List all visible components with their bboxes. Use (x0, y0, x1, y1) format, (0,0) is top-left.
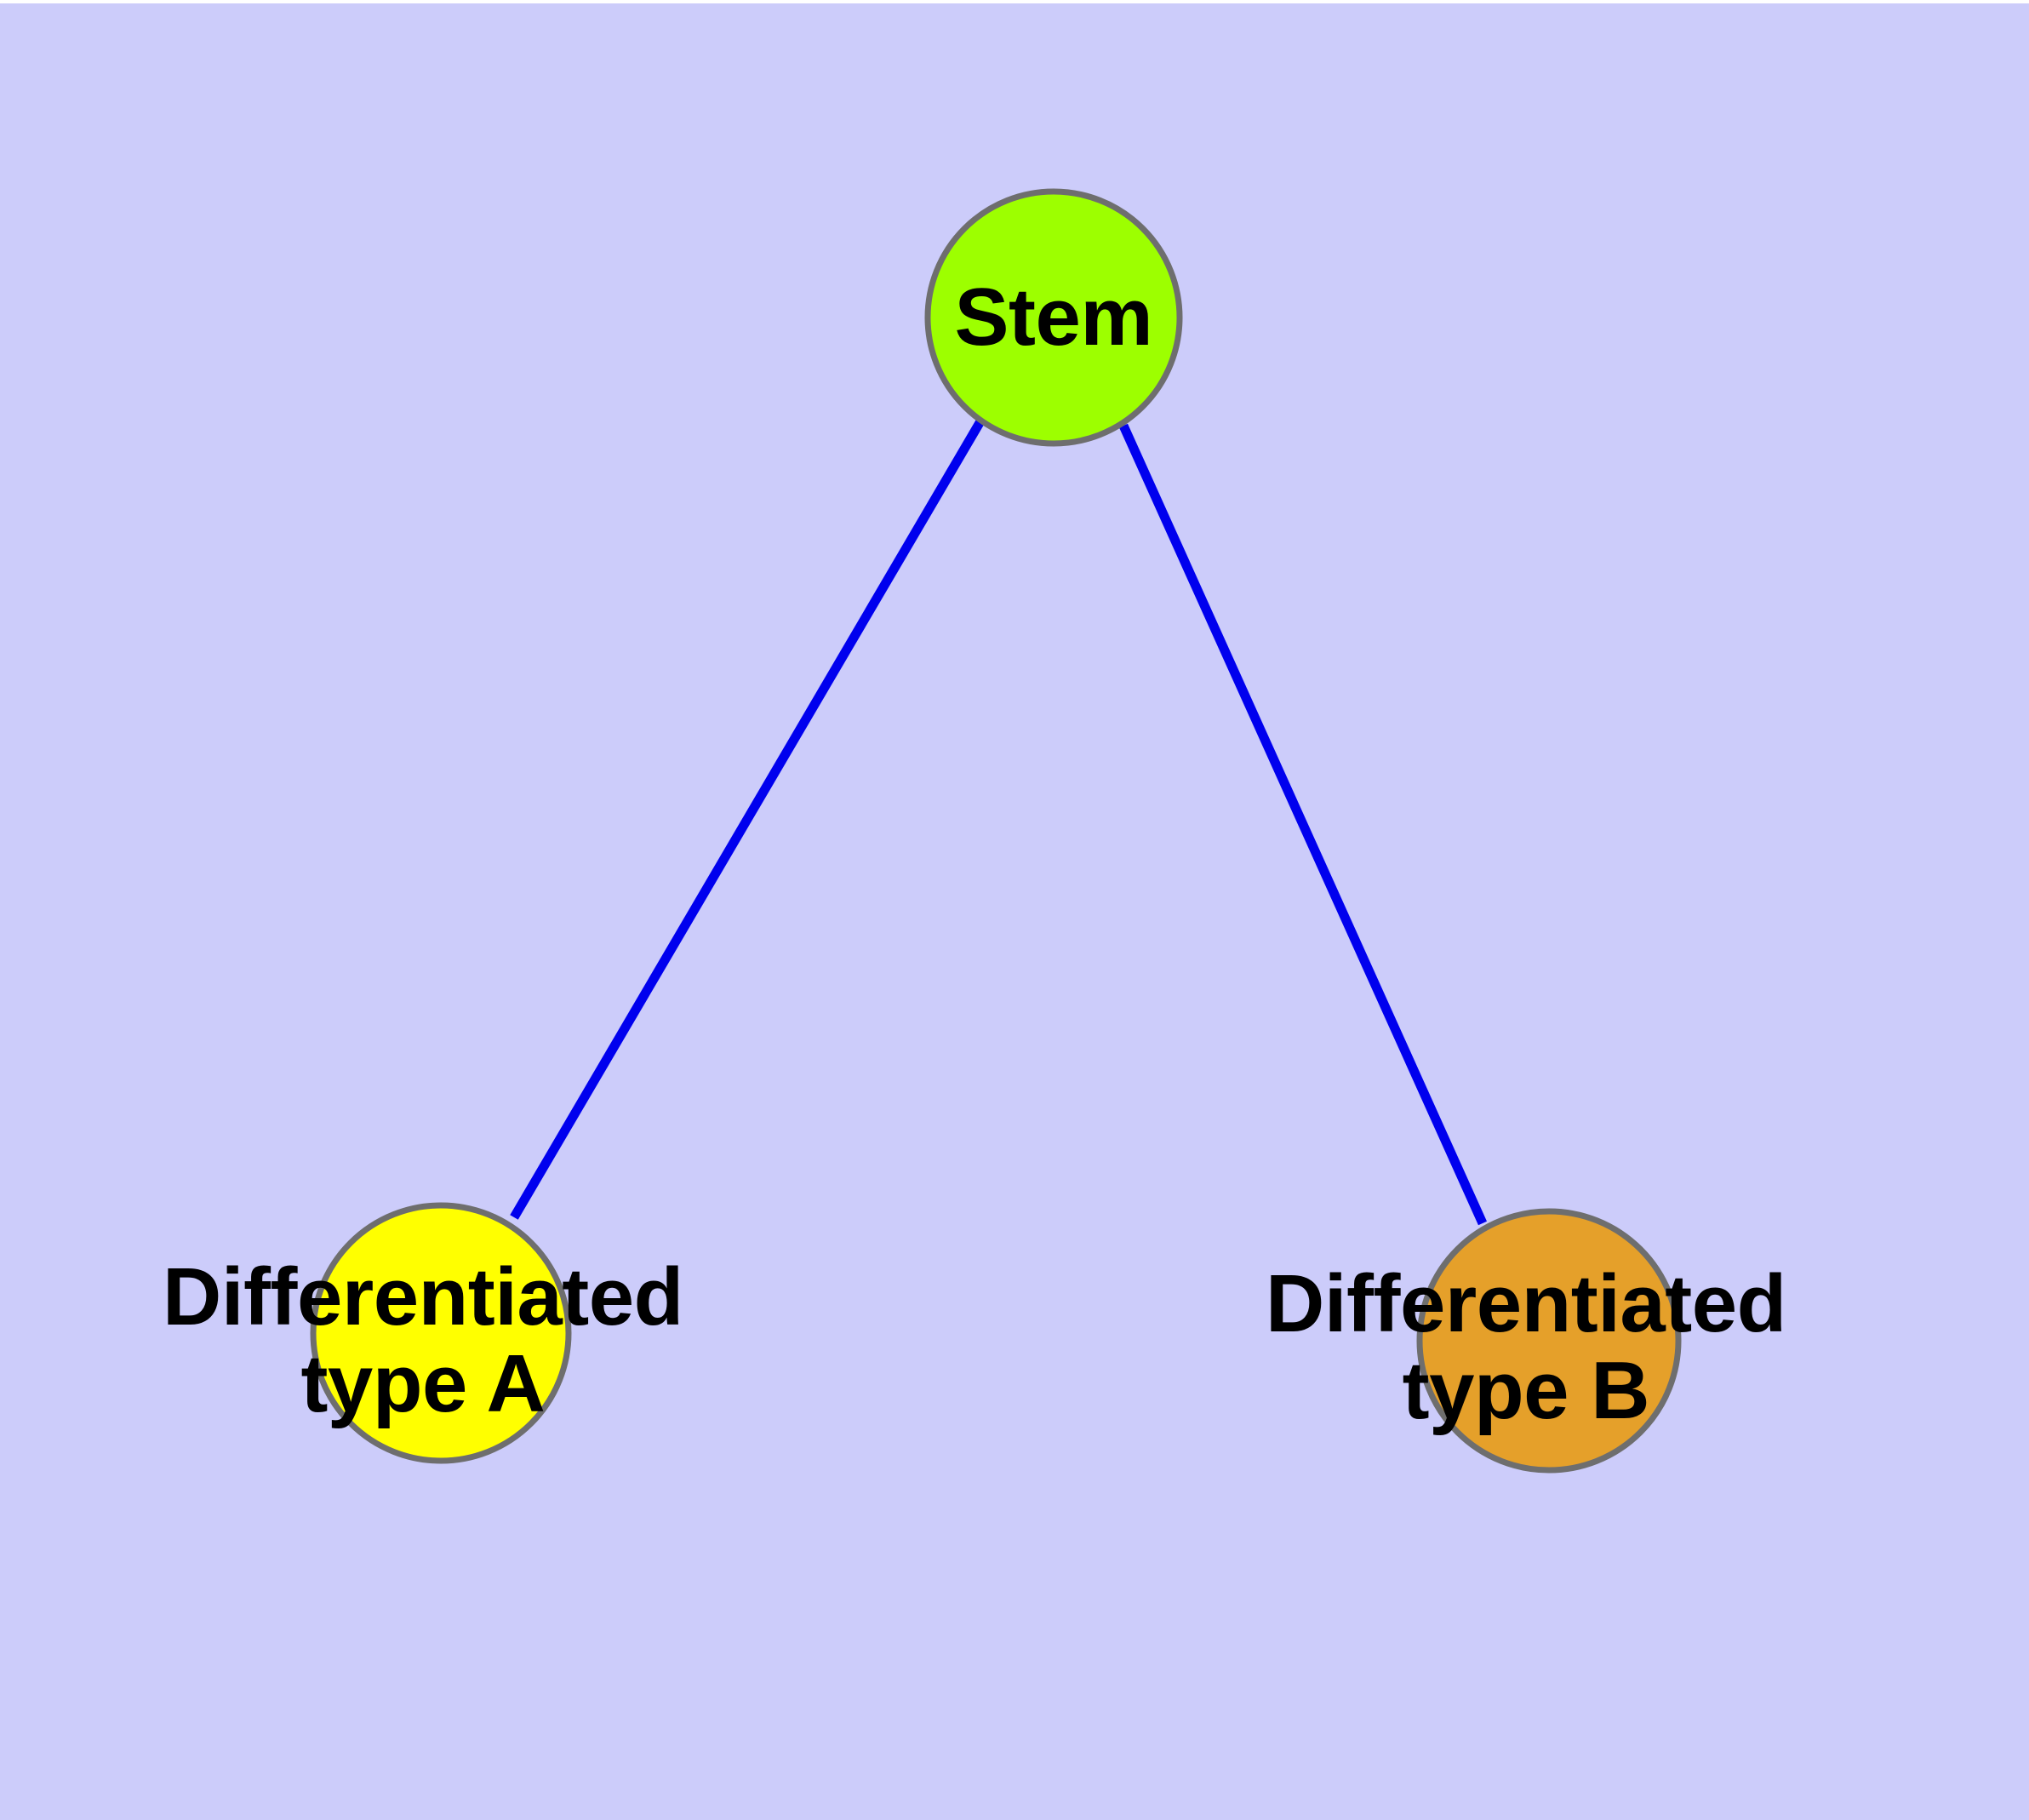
edge-stem-diff_b[interactable] (1118, 423, 1488, 1226)
edges-layer (510, 419, 1488, 1226)
node-stem[interactable] (924, 188, 1183, 447)
node-diff_b[interactable] (1416, 1208, 1682, 1474)
node-diff_a[interactable] (310, 1202, 572, 1464)
nodes-layer (310, 188, 1682, 1474)
edge-stem-diff_a[interactable] (510, 419, 985, 1220)
